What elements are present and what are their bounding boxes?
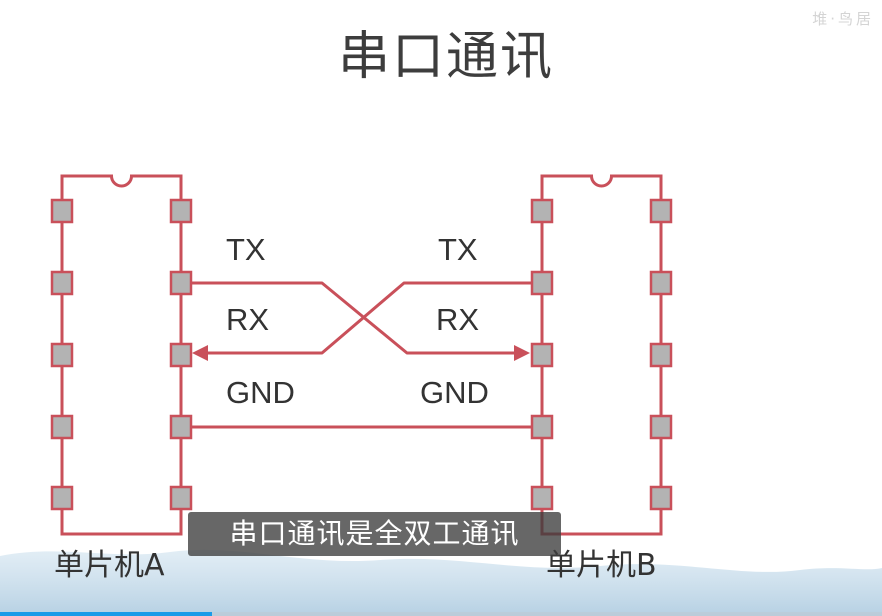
chip-a-pin-right-1	[169, 198, 193, 224]
wire-b-tx-to-a-rx	[204, 281, 531, 355]
chip-b-pin-left-1	[530, 198, 554, 224]
arrow-to-chip-b	[514, 345, 530, 361]
chip-b-pin-right-3	[649, 342, 673, 368]
chip-a-pin-right-5	[169, 485, 193, 511]
chip-b	[530, 174, 673, 536]
chip-a-label: 单片机A	[54, 548, 165, 583]
watermark: 堆·鸟居	[812, 10, 874, 28]
chip-a-pin-right-4	[169, 414, 193, 440]
arrow-to-chip-a	[192, 345, 208, 361]
chip-a-pin-right-2	[169, 270, 193, 296]
gnd-label-left: GND	[226, 375, 295, 410]
chip-a-pin-right-3	[169, 342, 193, 368]
chip-b-body	[540, 174, 663, 536]
wires	[192, 281, 531, 429]
chip-a-pin-left-1	[50, 198, 74, 224]
page-title: 串口通讯	[337, 27, 554, 87]
chip-a-pin-left-4	[50, 414, 74, 440]
chip-b-pin-left-4	[530, 414, 554, 440]
chip-b-pin-right-5	[649, 485, 673, 511]
chip-b-pin-right-4	[649, 414, 673, 440]
chip-b-pin-right-2	[649, 270, 673, 296]
video-progress-bar[interactable]	[0, 612, 882, 616]
gnd-label-right: GND	[420, 375, 489, 410]
rx-label-right: RX	[436, 302, 480, 337]
chip-b-pin-left-3	[530, 342, 554, 368]
chip-a-body	[60, 174, 183, 536]
chip-a-pin-left-5	[50, 485, 74, 511]
chip-a-pin-left-3	[50, 342, 74, 368]
chip-b-pin-left-2	[530, 270, 554, 296]
tx-label-left: TX	[226, 232, 266, 267]
tx-label-right: TX	[438, 232, 478, 267]
chip-b-label: 单片机B	[546, 548, 657, 583]
rx-label-left: RX	[226, 302, 270, 337]
video-progress-fill	[0, 612, 212, 616]
chip-a-pin-left-2	[50, 270, 74, 296]
video-subtitle: 串口通讯是全双工通讯	[188, 512, 561, 556]
chip-b-pin-right-1	[649, 198, 673, 224]
chip-b-pin-left-5	[530, 485, 554, 511]
chip-a	[50, 174, 193, 536]
water-decoration	[0, 549, 882, 616]
